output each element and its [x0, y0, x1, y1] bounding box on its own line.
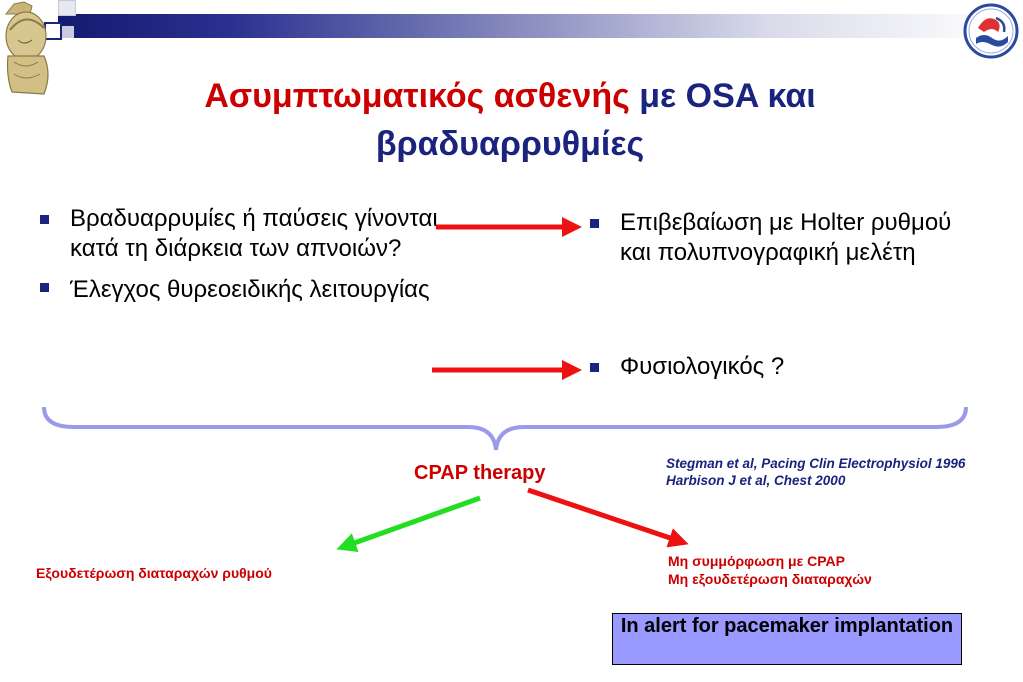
cpap-therapy-label: CPAP therapy	[414, 462, 546, 484]
bullet-holter-confirmation: Επιβεβαίωση με Holter ρυθμού και πολυπνο…	[588, 208, 968, 268]
decorative-square	[62, 26, 74, 38]
header-gradient-bar	[58, 14, 1006, 38]
right-bullet-list-1: Επιβεβαίωση με Holter ρυθμού και πολυπνο…	[588, 208, 968, 268]
left-bullet-list: Βραδυαρρυμίες ή παύσεις γίνονται κατά τη…	[38, 204, 438, 308]
slide-title: Ασυμπτωματικός ασθενής με OSA και βραδυα…	[100, 72, 920, 168]
outcome-noncompliance-line2: Μη εξουδετέρωση διαταραχών	[668, 571, 872, 587]
title-second-line: βραδυαρρυθμίες	[375, 125, 645, 163]
society-emblem-icon	[963, 3, 1019, 59]
title-suffix: με OSA και	[629, 77, 816, 115]
decorative-square	[58, 0, 76, 16]
arrow-to-noncompliance	[527, 487, 689, 548]
outcome-noncompliance-line1: Μη συμμόρφωση με CPAP	[668, 553, 845, 569]
athena-logo-icon	[4, 1, 49, 95]
outcome-noncompliance: Μη συμμόρφωση με CPAP Μη εξουδετέρωση δι…	[668, 552, 872, 588]
grouping-brace	[42, 406, 968, 451]
bullet-thyroid-check: Έλεγχος θυρεοειδικής λειτουργίας	[38, 272, 438, 308]
right-bullet-list-2: Φυσιολογικός ?	[588, 352, 968, 382]
outcome-rhythm-neutralization: Εξουδετέρωση διαταραχών ρυθμού	[36, 565, 272, 581]
bullet-bradyarrhythmia-question: Βραδυαρρυμίες ή παύσεις γίνονται κατά τη…	[38, 204, 438, 264]
pacemaker-alert-box: In alert for pacemaker implantation	[612, 613, 962, 665]
references: Stegman et al, Pacing Clin Electrophysio…	[666, 455, 965, 489]
reference-stegman: Stegman et al, Pacing Clin Electrophysio…	[666, 456, 966, 471]
reference-harbison: Harbison J et al, Chest 2000	[666, 473, 846, 488]
title-highlight: Ασυμπτωματικός ασθενής	[204, 77, 630, 115]
bullet-normal-question: Φυσιολογικός ?	[588, 352, 968, 382]
arrow-to-rhythm-neutralization	[336, 495, 481, 553]
